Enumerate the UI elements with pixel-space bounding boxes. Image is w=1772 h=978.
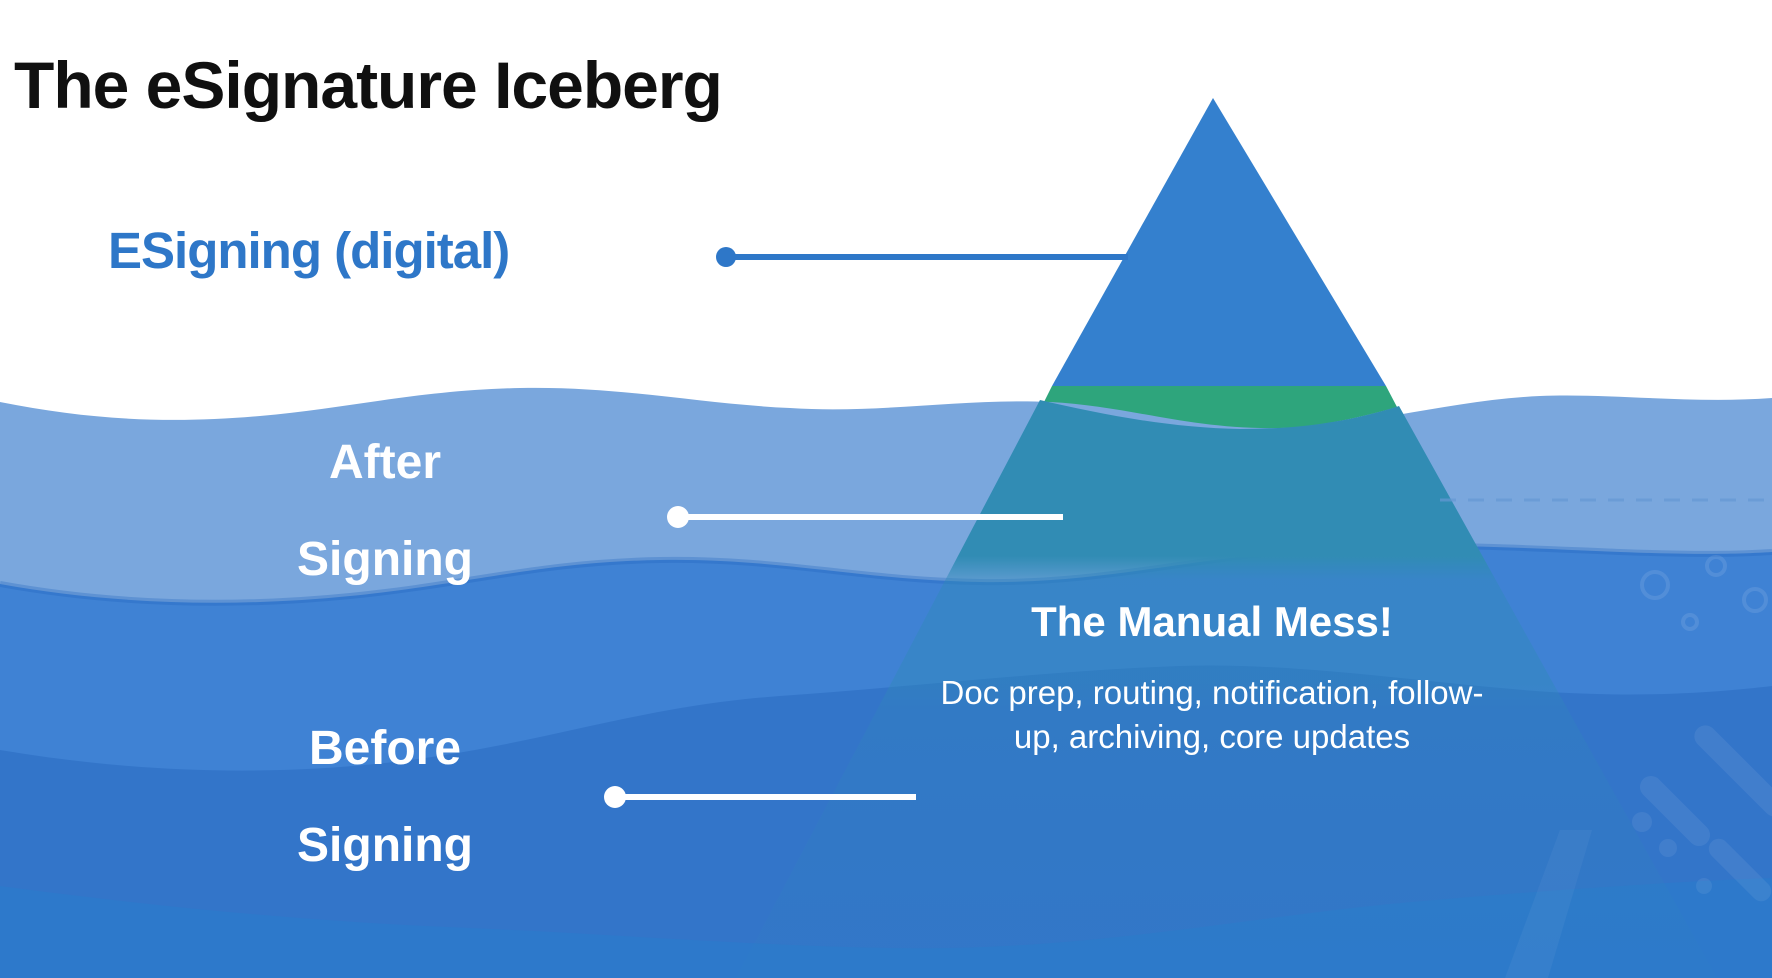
iceberg-underwater	[736, 400, 1717, 978]
label-before-line1: Before	[308, 722, 462, 775]
label-before-line2: Signing	[297, 819, 473, 872]
label-after-line2: Signing	[297, 533, 473, 586]
circuit-decoration	[1505, 725, 1772, 978]
leader-after-signing	[667, 506, 1063, 528]
label-esigning: ESigning (digital)	[108, 222, 510, 279]
page-title: The eSignature Iceberg	[14, 48, 723, 122]
label-after-line1: After	[328, 436, 441, 489]
leader-esigning	[716, 247, 1128, 267]
leader-before-signing	[604, 786, 916, 808]
manual-mess-detail: Doc prep, routing, notification, follow-…	[940, 674, 1484, 755]
leader-dot-after	[667, 506, 689, 528]
leader-dot-before	[604, 786, 626, 808]
label-after-signing: After Signing	[135, 414, 635, 608]
leader-dot-esigning	[716, 247, 736, 267]
label-before-signing: Before Signing	[135, 700, 635, 894]
bubble-decoration	[1640, 555, 1768, 631]
manual-mess-block: The Manual Mess! Doc prep, routing, noti…	[922, 583, 1502, 777]
iceberg-cap	[1052, 98, 1386, 386]
manual-mess-title: The Manual Mess!	[1031, 598, 1393, 645]
